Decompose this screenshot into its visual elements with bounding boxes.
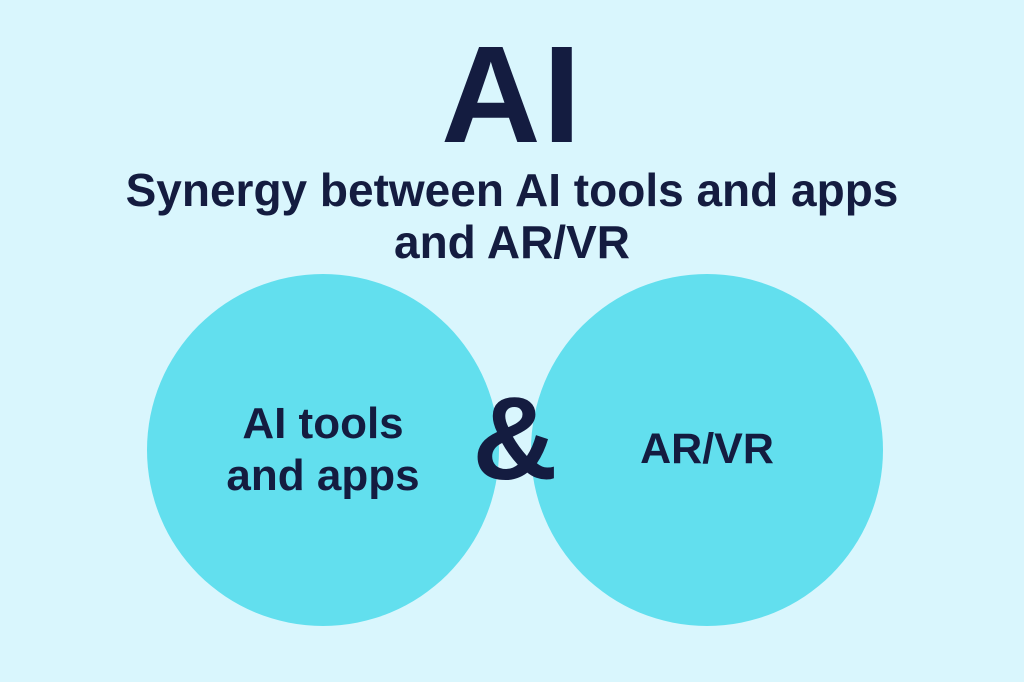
page-title: AI (441, 18, 583, 172)
ampersand-connector: & (472, 373, 558, 505)
venn-right-circle: AR/VR (531, 274, 883, 626)
left-circle-label-line-1: AI tools (242, 399, 404, 449)
right-circle-label: AR/VR (640, 425, 774, 474)
subtitle-line-1: Synergy between AI tools and apps (125, 164, 899, 216)
left-circle-label-line-2: and apps (226, 451, 420, 500)
venn-left-circle: AI tools and apps (147, 274, 499, 626)
subtitle: Synergy between AI tools and apps and AR… (0, 164, 1024, 269)
left-circle-label: AI tools and apps (226, 398, 419, 502)
subtitle-line-2: and AR/VR (394, 216, 630, 269)
